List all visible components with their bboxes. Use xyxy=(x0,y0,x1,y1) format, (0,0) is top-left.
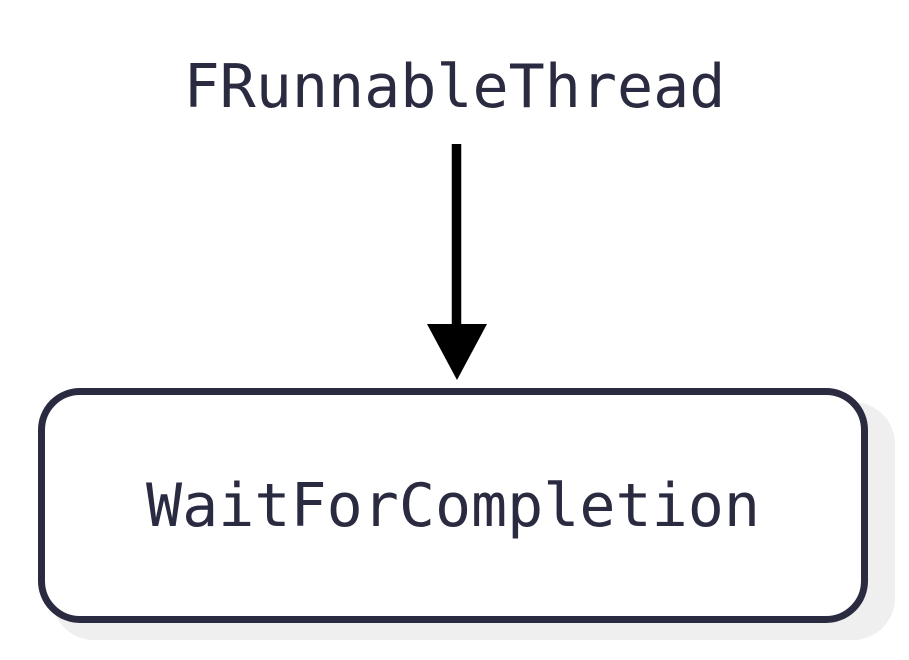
node-waitforcompletion[interactable]: WaitForCompletion xyxy=(38,388,868,623)
arrow-head-icon xyxy=(427,324,487,380)
arrow-group xyxy=(427,144,487,380)
node-waitforcompletion-label: WaitForCompletion xyxy=(145,470,761,541)
root-node-label: FRunnableThread xyxy=(183,52,726,122)
